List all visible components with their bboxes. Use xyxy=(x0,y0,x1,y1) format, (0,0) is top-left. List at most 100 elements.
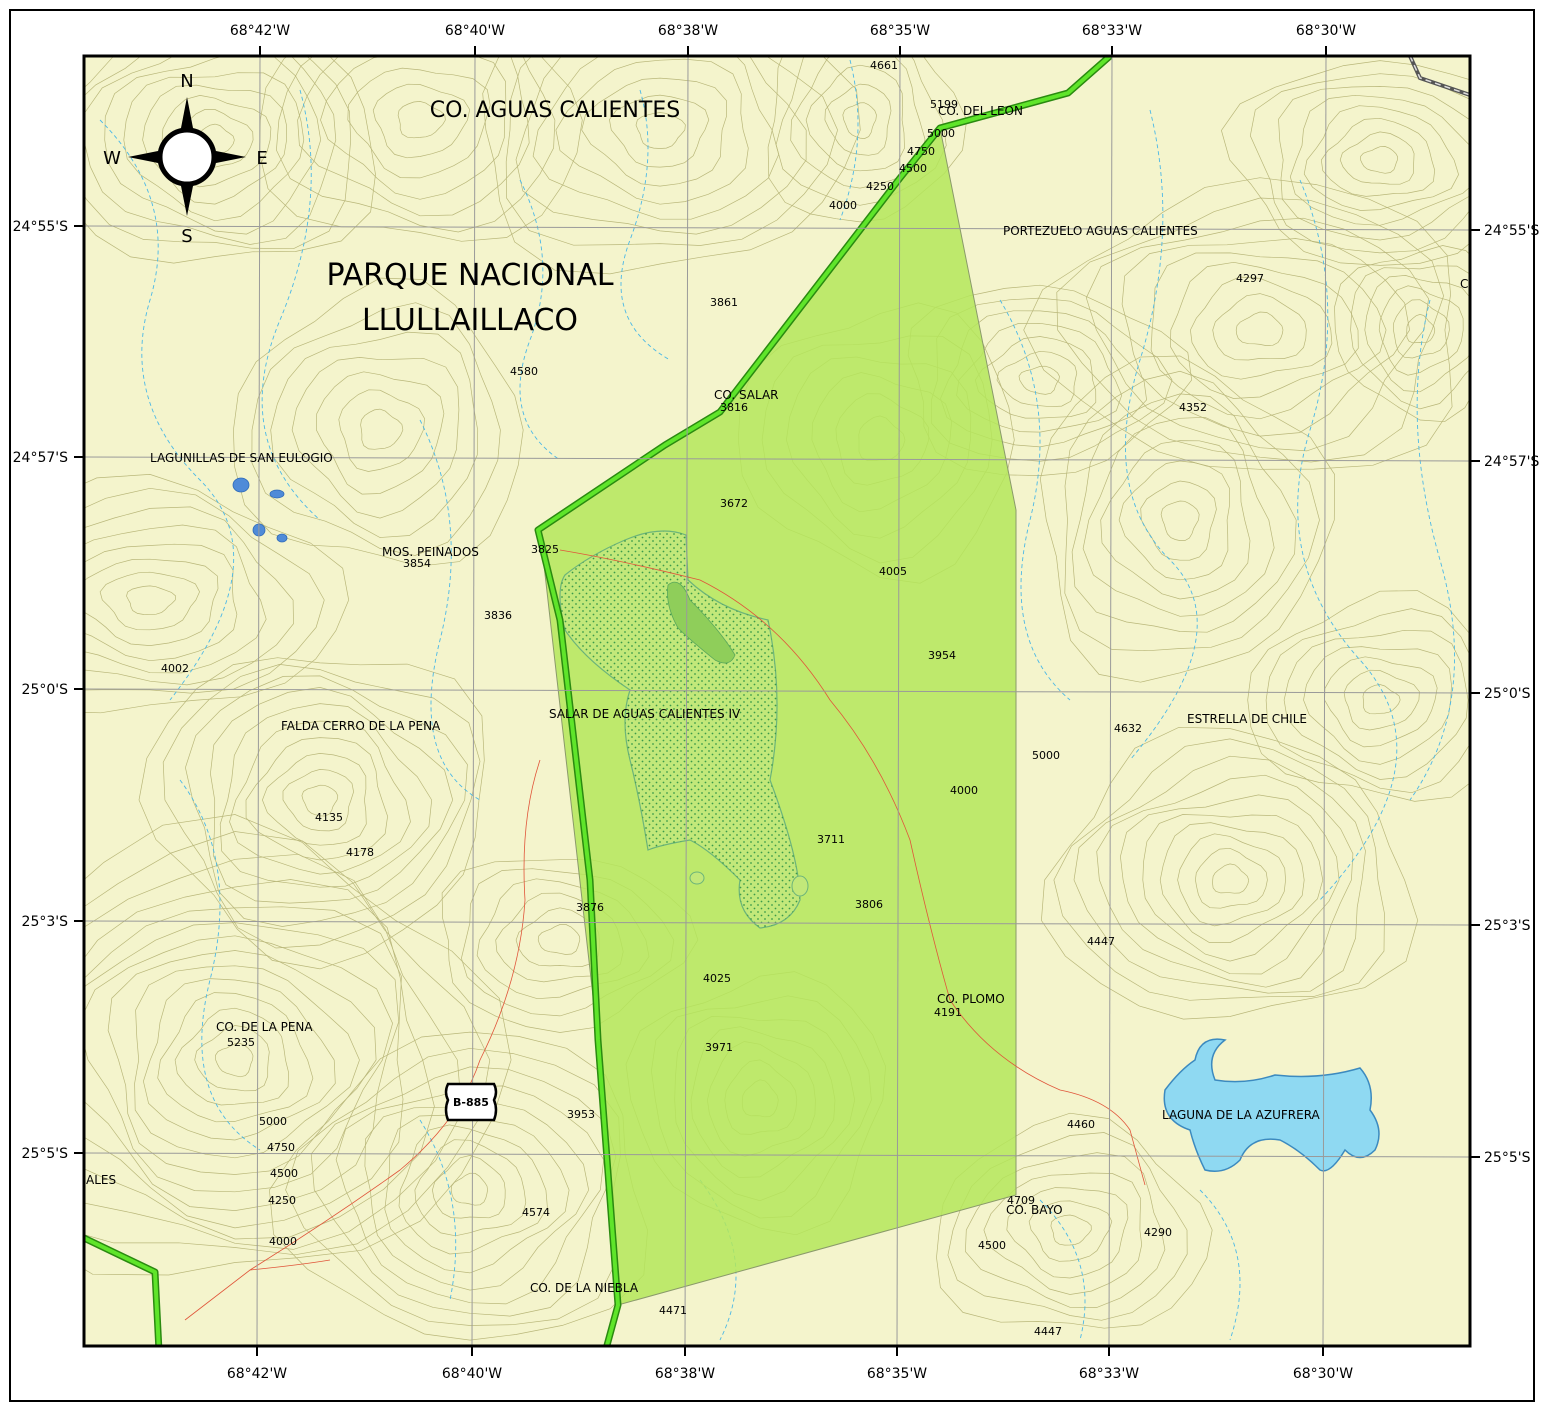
compass-arrow-w xyxy=(128,151,158,163)
contour-line xyxy=(84,853,463,1250)
contour-line xyxy=(84,56,376,264)
place-label: FALDA CERRO DE LA PENA xyxy=(281,719,441,733)
contour-line xyxy=(983,1172,1143,1295)
lon-top-label: 68°33'W xyxy=(1082,23,1142,39)
contour-line xyxy=(1100,440,1251,600)
elevation-label: 5000 xyxy=(1032,749,1060,762)
lon-bottom-label: 68°35'W xyxy=(867,1366,927,1382)
contour-line xyxy=(1343,669,1420,731)
contour-line xyxy=(297,56,530,217)
elevation-label: 4000 xyxy=(829,199,857,212)
contour-line xyxy=(84,935,393,1193)
elevation-label: 4000 xyxy=(950,784,978,797)
contour-line xyxy=(1118,460,1230,581)
contour-line xyxy=(84,506,294,686)
contour-line xyxy=(270,331,479,538)
elevation-label: 4709 xyxy=(1007,1194,1035,1207)
contour-line xyxy=(215,1043,254,1078)
elevation-label: 5000 xyxy=(927,127,955,140)
contour-line xyxy=(1221,60,1470,266)
elevation-label: 3861 xyxy=(710,296,738,309)
place-label: CO. DE LA NIEBLA xyxy=(530,1281,639,1295)
contour-line xyxy=(174,1007,289,1106)
lat-left-label: 24°55'S xyxy=(13,219,68,235)
contour-line xyxy=(1334,245,1470,423)
latitude-labels-right: 24°55'S 24°57'S 25°0'S 25°3'S 25°5'S xyxy=(1484,223,1539,1166)
lagunillas-ponds xyxy=(232,477,288,543)
lat-right-label: 25°0'S xyxy=(1484,686,1531,702)
contour-line xyxy=(635,112,686,149)
place-label: CO. DE LA PENA xyxy=(216,1020,313,1034)
trails xyxy=(184,549,1146,1321)
compass-n-label: N xyxy=(180,71,193,92)
lat-left-label: 25°0'S xyxy=(22,682,69,698)
lon-bottom-label: 68°40'W xyxy=(442,1366,502,1382)
contour-line xyxy=(1320,117,1436,197)
contour-line xyxy=(138,657,485,970)
contour-line xyxy=(996,350,1078,408)
contour-line xyxy=(84,814,512,1276)
place-label: SALAR DE AGUAS CALIENTES IV xyxy=(549,707,741,721)
contour-line xyxy=(1278,86,1470,241)
contour-line xyxy=(285,1047,621,1326)
compass-arrow-n xyxy=(181,97,193,128)
contour-line xyxy=(316,371,445,495)
contour-line xyxy=(84,906,404,1229)
contour-line xyxy=(142,84,287,205)
park-name-line1: PARQUE NACIONAL xyxy=(326,258,613,293)
contour-line xyxy=(1073,755,1366,994)
contour-line xyxy=(143,978,336,1141)
contour-line xyxy=(134,965,360,1159)
compass-arrow-e xyxy=(216,151,246,163)
contour-line xyxy=(1177,833,1286,927)
contour-line xyxy=(338,389,425,472)
contour-line xyxy=(515,907,600,967)
contour-line xyxy=(609,94,710,168)
latitude-labels-left: 24°55'S 24°57'S 25°0'S 25°3'S 25°5'S xyxy=(13,219,68,1162)
longitude-labels-bottom: 68°42'W 68°40'W 68°38'W 68°35'W 68°33'W … xyxy=(227,1366,1353,1382)
elevation-label: 4447 xyxy=(1087,935,1115,948)
place-label: C xyxy=(1460,277,1468,291)
elevation-labels: 4661 5199 5000 4750 4500 4250 4000 4297 … xyxy=(161,59,1264,1338)
contour-line xyxy=(1096,774,1354,988)
elevation-label: 4661 xyxy=(870,59,898,72)
elevation-label: 4580 xyxy=(510,365,538,378)
compass-s-label: S xyxy=(181,226,192,247)
contour-line xyxy=(1082,416,1275,617)
lat-left-label: 25°3'S xyxy=(22,914,69,930)
elevation-label: 3971 xyxy=(705,1041,733,1054)
map-border xyxy=(82,54,1472,1348)
elevation-label: 3672 xyxy=(720,497,748,510)
lat-left-label: 24°57'S xyxy=(13,450,68,466)
place-label: CO. AGUAS CALIENTES xyxy=(430,98,680,123)
contour-line xyxy=(262,753,367,846)
contour-line xyxy=(1362,684,1401,715)
park-name-line2: LLULLAILLACO xyxy=(362,303,578,338)
contour-line xyxy=(1364,275,1470,393)
elevation-label: 4250 xyxy=(866,180,894,193)
contour-line xyxy=(84,524,267,674)
contour-line xyxy=(229,720,411,875)
contour-line xyxy=(1160,500,1200,541)
contour-line xyxy=(1041,726,1419,1020)
contour-line xyxy=(805,64,905,172)
contour-line xyxy=(1265,608,1470,794)
contour-line xyxy=(1190,276,1333,380)
contour-line xyxy=(384,1114,570,1274)
contour-line xyxy=(301,784,339,817)
contour-line xyxy=(450,1172,488,1206)
contour-line xyxy=(790,56,926,189)
contour-line xyxy=(1120,794,1340,975)
lon-top-label: 68°30'W xyxy=(1296,23,1356,39)
contour-line xyxy=(185,675,468,927)
compass-arrow-s xyxy=(181,186,193,216)
contour-line xyxy=(965,1152,1166,1308)
contour-line xyxy=(1339,131,1415,185)
contour-line xyxy=(1289,94,1470,226)
place-label: LAGUNILLAS DE SAN EULOGIO xyxy=(150,451,333,465)
contour-line xyxy=(555,58,749,205)
contour-line xyxy=(372,83,471,159)
contour-line xyxy=(824,83,892,156)
lon-bottom-label: 68°30'W xyxy=(1293,1366,1353,1382)
contour-line xyxy=(1085,217,1429,452)
